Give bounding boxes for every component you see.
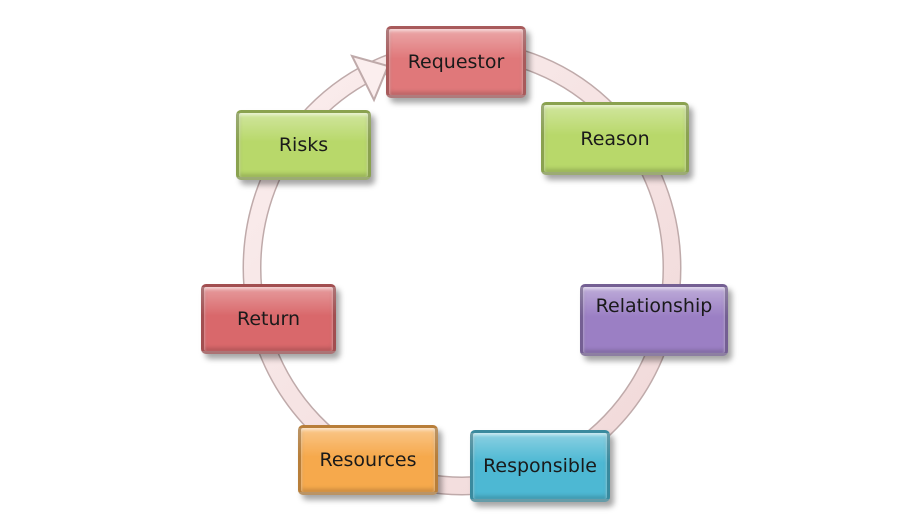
step-requestor-label: Requestor [407,51,505,73]
step-relationship-box: Relationship [580,284,728,356]
step-reason-box: Reason [541,102,689,175]
step-responsible-label: Responsible [483,455,597,477]
step-responsible-box: Responsible [470,430,610,502]
step-return-label: Return [236,308,301,330]
step-resources-label: Resources [319,449,417,471]
step-risks-label: Risks [278,134,329,156]
step-requestor-box: Requestor [386,26,526,98]
step-return-box: Return [201,284,336,354]
step-relationship-label: Relationship [595,295,713,317]
step-resources-box: Resources [298,425,438,495]
step-reason-label: Reason [580,127,650,150]
cycle-arrowhead [350,54,390,103]
step-risks-box: Risks [236,110,371,180]
